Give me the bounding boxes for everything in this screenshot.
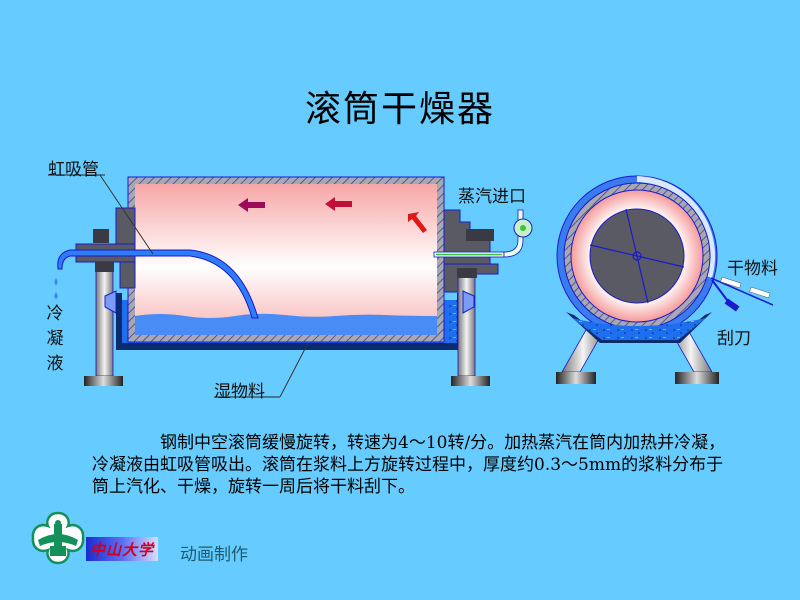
siphon-tube	[57, 249, 259, 319]
drum-side-view	[48, 174, 533, 398]
rotation-arrow-icon	[238, 198, 265, 212]
label-siphon-tube: 虹吸管	[48, 160, 99, 180]
drum-end-view	[556, 175, 774, 384]
credit-text: 动画制作	[180, 545, 248, 565]
school-banner	[86, 537, 158, 561]
right-support-leg	[457, 274, 476, 377]
steam-flow-arrow-icon	[408, 212, 427, 233]
school-name: 中山大学	[90, 541, 155, 559]
label-steam-inlet: 蒸汽进口	[458, 187, 526, 207]
label-dry-material: 干物料	[727, 259, 778, 279]
label-condensate: 冷 凝 液	[46, 304, 64, 374]
page-title: 滚筒干燥器	[304, 89, 495, 130]
dry-material-flake	[720, 276, 742, 289]
trough	[116, 293, 463, 350]
condensate-drop	[54, 278, 58, 285]
dry-material-chute	[710, 277, 774, 306]
left-support-leg	[95, 267, 114, 377]
university-logo-icon	[31, 511, 85, 565]
description-text: 钢制中空滚筒缓慢旋转，转速为4～10转/分。加热蒸汽在筒内加热并冷凝，冷凝液由虹…	[92, 433, 726, 497]
label-wet-material: 湿物料	[214, 382, 265, 402]
dry-material-flake	[749, 286, 771, 299]
drum-interior	[135, 184, 437, 335]
rotation-arrow-icon	[325, 197, 352, 211]
condensate-drop	[54, 292, 58, 299]
label-scraper: 刮刀	[717, 329, 751, 349]
slurry-trough	[572, 318, 706, 340]
